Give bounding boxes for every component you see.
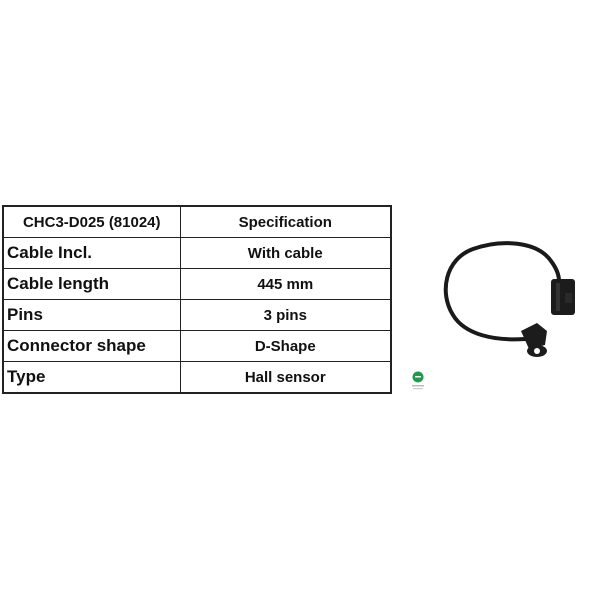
brand-logo-icon [412, 371, 424, 390]
table-row: Pins 3 pins [2, 299, 392, 331]
row-value: D-Shape [179, 330, 392, 362]
row-value: 3 pins [179, 299, 392, 331]
row-label: Cable length [2, 268, 181, 300]
row-label: Type [2, 361, 181, 394]
table-row: Cable Incl. With cable [2, 237, 392, 269]
row-label: Cable Incl. [2, 237, 181, 269]
row-value: Hall sensor [179, 361, 392, 394]
brand-logo [411, 371, 425, 391]
row-value: With cable [179, 237, 392, 269]
part-number: CHC3-D025 (81024) [2, 205, 181, 238]
row-label: Connector shape [2, 330, 181, 362]
row-label: Pins [2, 299, 181, 331]
row-value: 445 mm [179, 268, 392, 300]
column-header-specification: Specification [179, 205, 392, 238]
sensor-cable-image [425, 235, 585, 365]
table-row: Cable length 445 mm [2, 268, 392, 300]
table-row: Type Hall sensor [2, 361, 392, 394]
spec-table: CHC3-D025 (81024) Specification Cable In… [2, 205, 392, 394]
sensor-cable-icon [443, 241, 575, 357]
table-header-row: CHC3-D025 (81024) Specification [2, 205, 392, 238]
table-row: Connector shape D-Shape [2, 330, 392, 362]
